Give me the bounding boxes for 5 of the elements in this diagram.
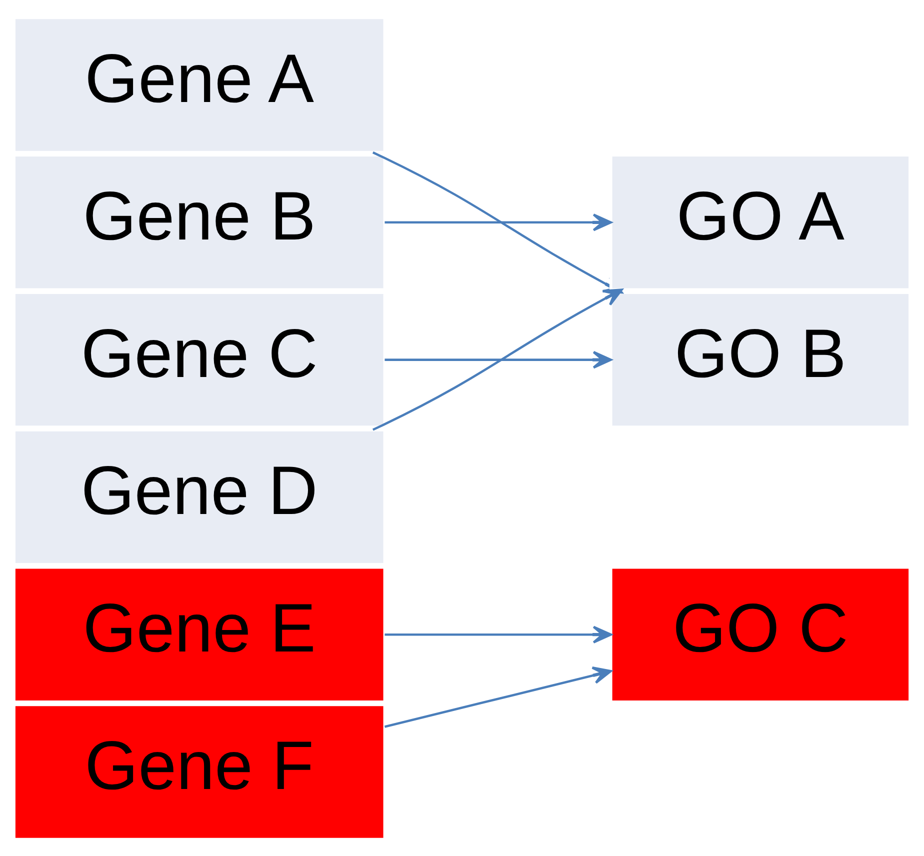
arrow (384, 666, 612, 728)
arrow (384, 625, 612, 643)
arrow (372, 288, 623, 430)
arrow (384, 213, 612, 231)
arrow (384, 350, 612, 368)
